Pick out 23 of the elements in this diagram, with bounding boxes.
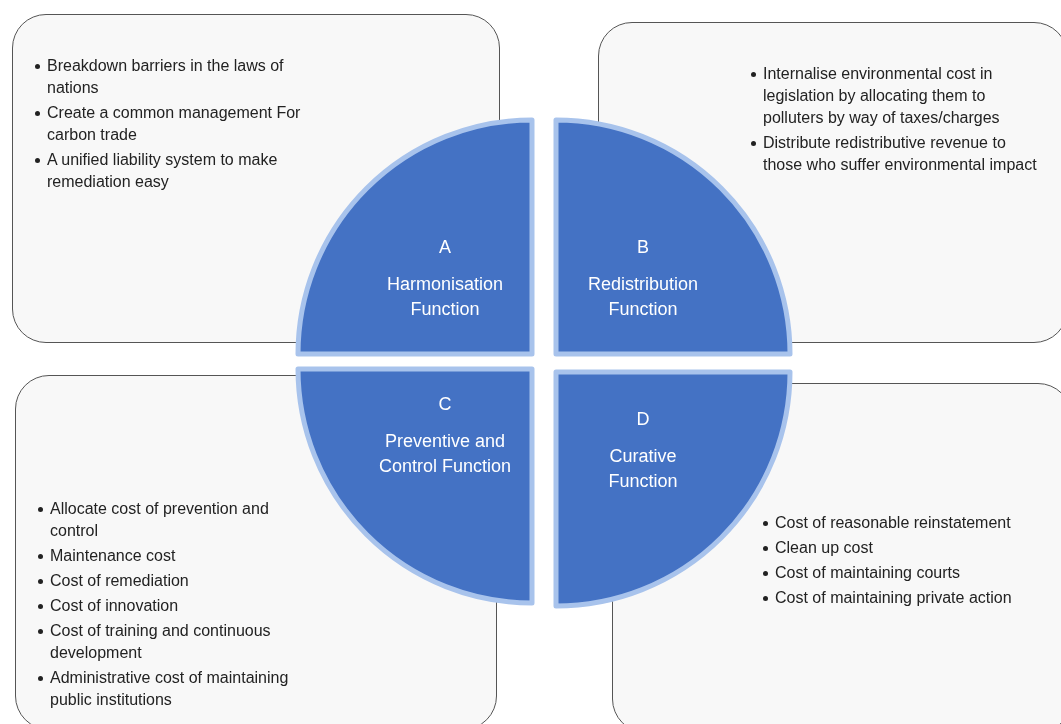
quadrant-letter: A xyxy=(439,236,451,259)
bullet-item: Cost of maintaining private action xyxy=(763,587,1033,609)
quadrant-letter: D xyxy=(636,408,650,431)
bullet-item: Maintenance cost xyxy=(38,545,308,567)
quadrant-letter: C xyxy=(438,393,452,416)
quadrant-title: Preventive and Control Function xyxy=(377,430,513,478)
quadrant-title: Harmonisation Function xyxy=(385,273,505,321)
bullet-item: Administrative cost of maintaining public institutions xyxy=(38,667,308,711)
bullet-item: Allocate cost of prevention and control xyxy=(38,498,308,542)
bullet-item: Create a common management For carbon trade xyxy=(35,102,325,146)
quadrant-title: Curative Function xyxy=(607,445,679,493)
bullet-item: Distribute redistributive revenue to those who suffer environmental impact xyxy=(751,132,1041,176)
bullet-item: Cost of innovation xyxy=(38,595,308,617)
bullet-item: Clean up cost xyxy=(763,537,1033,559)
bullet-item: Cost of training and continuous development xyxy=(38,620,308,664)
bullet-item: Internalise environmental cost in legislation by allocating them to polluters by way of taxes/charges xyxy=(751,63,1041,129)
bullet-item: A unified liability system to make remediation easy xyxy=(35,149,325,193)
bullet-item: Cost of maintaining courts xyxy=(763,562,1033,584)
quadrant-letter: B xyxy=(637,236,649,259)
quadrant-title: Redistribution Function xyxy=(586,273,700,321)
bullet-item: Breakdown barriers in the laws of nations xyxy=(35,55,325,99)
bullet-item: Cost of reasonable reinstatement xyxy=(763,512,1033,534)
bullet-item: Cost of remediation xyxy=(38,570,308,592)
